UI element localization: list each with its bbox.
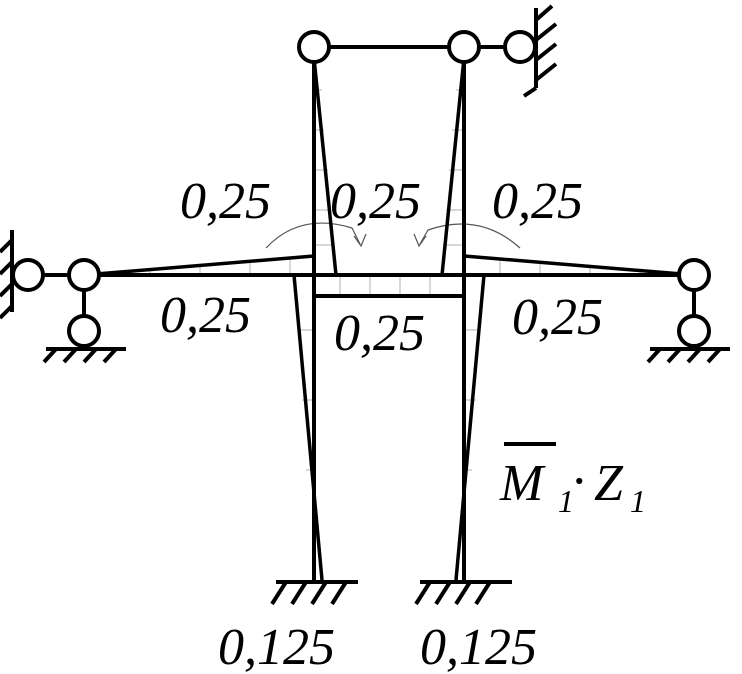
caption-m: M [499, 455, 546, 512]
moment-left-beam [83, 254, 315, 277]
moment-hatching [149, 89, 641, 471]
supports [0, 4, 730, 606]
hinge-left-end [11, 258, 45, 292]
hinge-right-beam [677, 258, 711, 292]
moment-right-upper-column [440, 57, 466, 276]
hinge-left-beam [67, 258, 101, 292]
hinge-top-support [503, 30, 537, 64]
hinge-top-left [297, 30, 331, 64]
hinges [11, 30, 711, 348]
moment-left-lower-column [292, 274, 324, 581]
right-joint-arrowhead [413, 233, 427, 248]
label-lower-left: 0,25 [160, 287, 251, 344]
label-upper-right: 0,25 [492, 173, 583, 230]
hinge-right-roller [677, 314, 711, 348]
caption-m-subscript: 1 [558, 483, 574, 519]
label-upper-center: 0,25 [330, 173, 421, 230]
caption-z-subscript: 1 [630, 483, 646, 519]
right-joint-arc-arrow [419, 223, 521, 249]
moment-right-beam [463, 254, 695, 277]
joint-moment-arrows [265, 222, 521, 249]
left-joint-arc-arrow [265, 222, 361, 249]
moment-right-lower-column [454, 274, 486, 581]
label-lower-right: 0,25 [512, 289, 603, 346]
caption-z: Z [594, 455, 624, 512]
label-base-right: 0,125 [420, 619, 537, 674]
label-lower-center: 0,25 [334, 305, 425, 362]
left-joint-arrowhead [353, 233, 367, 248]
hinge-left-roller [67, 314, 101, 348]
hinge-top-right [447, 30, 481, 64]
moment-left-upper-column [312, 57, 338, 276]
caption-dot: · [572, 453, 585, 510]
label-upper-left: 0,25 [180, 173, 271, 230]
diagram-caption: M 1 · Z 1 [499, 442, 646, 519]
label-base-left: 0,125 [218, 619, 335, 674]
moment-diagram-outline [83, 57, 695, 581]
